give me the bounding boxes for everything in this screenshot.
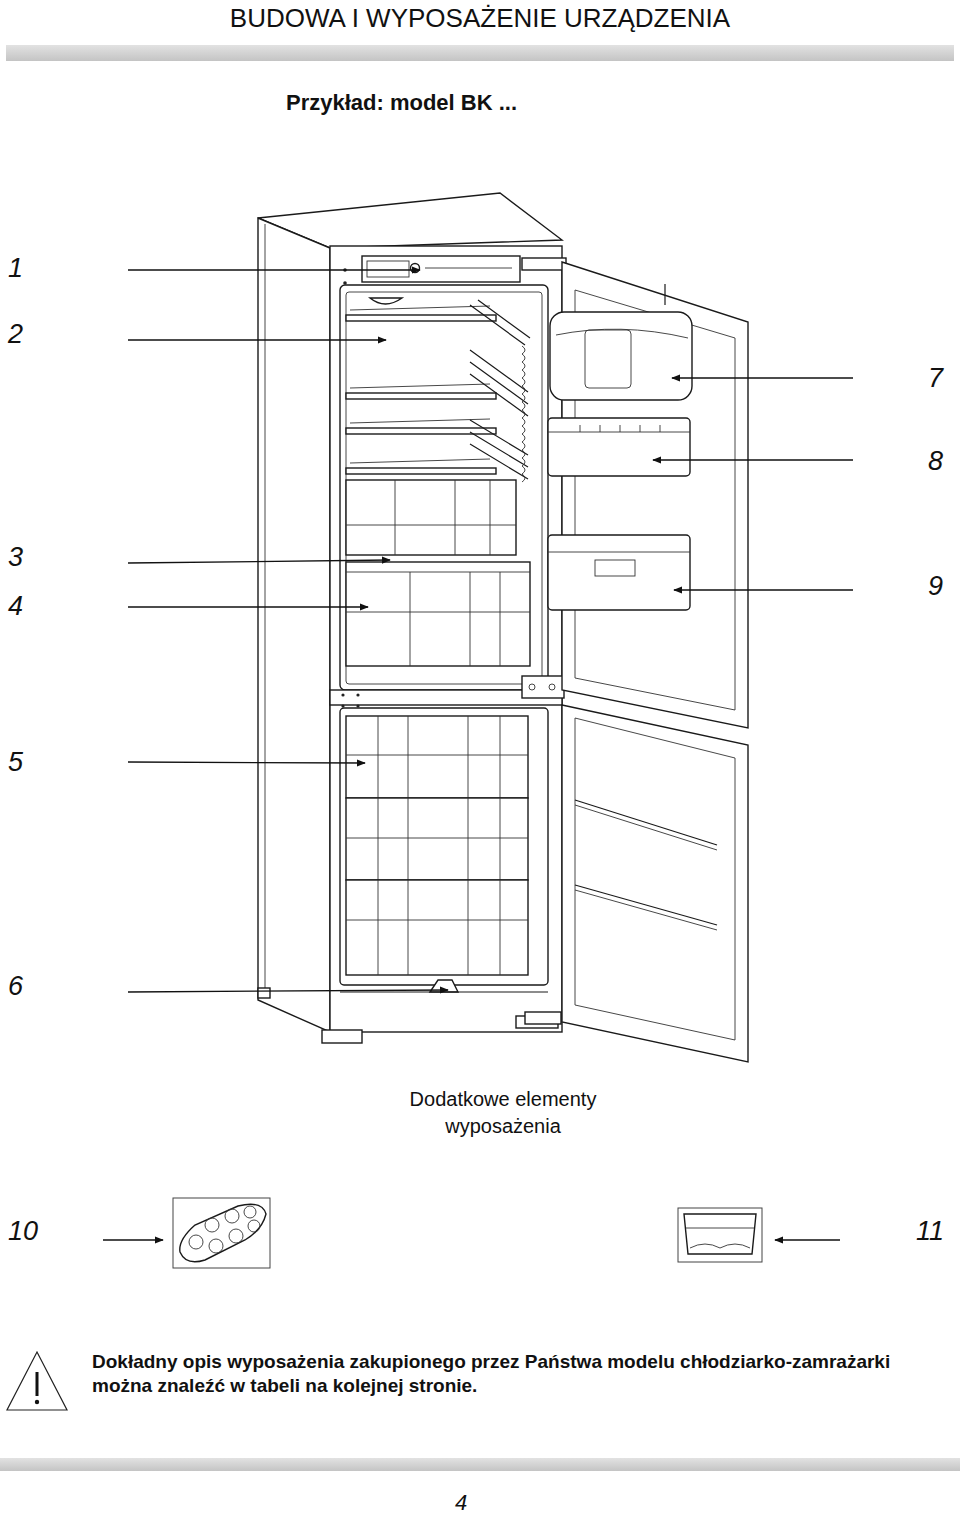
section-heading: Dodatkowe elementy wyposażenia (380, 1086, 626, 1140)
egg-tray-icon (173, 1198, 270, 1268)
callout-number: 11 (916, 1215, 944, 1247)
callout-number: 6 (8, 970, 23, 1002)
freezer-door (525, 705, 748, 1062)
leader-lines (103, 270, 853, 1240)
callout-number: 1 (8, 252, 23, 284)
cabinet (258, 193, 566, 1043)
callout-number: 3 (8, 541, 23, 573)
callout-number: 2 (8, 318, 23, 350)
door-bin-icon (678, 1208, 762, 1262)
footer-bar (0, 1458, 960, 1471)
fridge-door (548, 262, 748, 728)
warning-sign (7, 1352, 67, 1410)
callout-number: 4 (8, 590, 23, 622)
callout-number: 9 (928, 570, 943, 602)
callout-number: 10 (8, 1215, 38, 1247)
subtitle: Przykład: model BK ... (286, 90, 517, 116)
callout-number: 5 (8, 746, 23, 778)
page-number: 4 (455, 1490, 467, 1516)
header-bar (6, 45, 954, 61)
callout-number: 7 (928, 362, 943, 394)
callout-number: 8 (928, 445, 943, 477)
page-title: BUDOWA I WYPOSAŻENIE URZĄDZENIA (0, 2, 960, 34)
note-text: Dokładny opis wyposażenia zakupionego pr… (92, 1350, 954, 1398)
